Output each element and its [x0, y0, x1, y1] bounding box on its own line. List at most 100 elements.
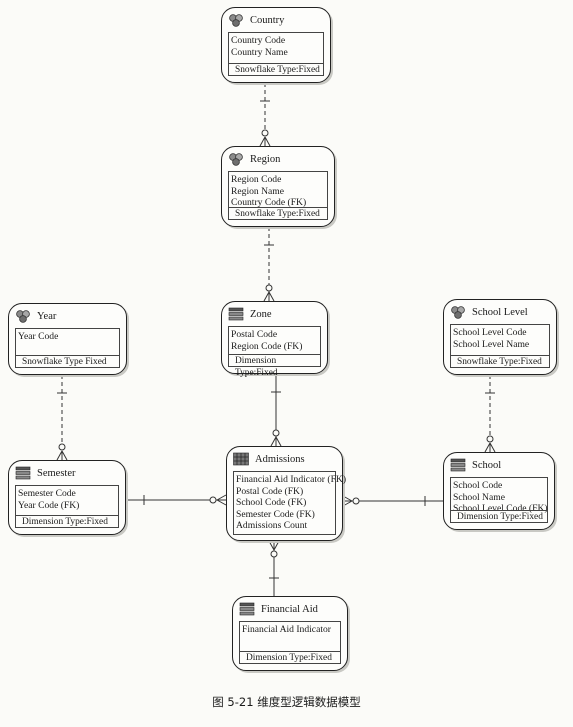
attribute-list: Financial Aid Indicator — [239, 621, 341, 654]
entity-region[interactable]: Region Region Code Region Name Country C… — [221, 146, 335, 227]
attribute: Semester Code (FK) — [236, 508, 315, 520]
entity-school[interactable]: School School Code School Name School Le… — [443, 452, 555, 530]
attribute: School Level Name — [453, 338, 530, 350]
crows-foot-right — [342, 495, 353, 502]
attribute-list: Postal Code Region Code (FK) — [228, 326, 321, 357]
attribute: Region Code (FK) — [231, 340, 303, 352]
entity-financial-aid[interactable]: Financial Aid Financial Aid Indicator Di… — [232, 596, 348, 671]
entity-header: Semester — [9, 461, 125, 485]
crows-foot-right — [263, 291, 270, 302]
crows-foot-left — [264, 136, 271, 147]
crows-foot-left — [342, 500, 353, 507]
dimension-table-icon — [15, 466, 31, 480]
crows-foot-left — [61, 450, 68, 461]
attribute: Financial Aid Indicator — [242, 624, 331, 635]
crows-foot-right — [273, 540, 280, 551]
attribute: Financial Aid Indicator (FK) — [236, 474, 347, 485]
zero-optional-circle — [261, 129, 269, 137]
entity-header: Country — [222, 8, 330, 32]
crows-foot-right — [56, 450, 63, 461]
entity-header: Zone — [222, 302, 327, 326]
zero-optional-circle — [58, 443, 66, 451]
attribute: Country Name — [231, 46, 288, 58]
entity-header: School — [444, 453, 554, 477]
crows-foot-left — [268, 291, 275, 302]
entity-title: Admissions — [255, 453, 305, 465]
entity-zone[interactable]: Zone Postal Code Region Code (FK) Dimens… — [221, 301, 328, 378]
attribute-list: Year Code — [15, 328, 120, 360]
crows-foot-left — [216, 494, 227, 501]
fact-table-icon — [233, 452, 249, 466]
entity-title: Financial Aid — [261, 603, 318, 615]
entity-header: Financial Aid — [233, 597, 347, 621]
attribute-list: School Code School Name School Level Cod… — [450, 477, 548, 515]
zero-optional-circle — [486, 435, 494, 443]
entity-title: Zone — [250, 308, 272, 320]
entity-type-footer: Dimension Type:Fixed — [228, 354, 321, 378]
crows-foot-left — [489, 442, 496, 453]
crows-foot-left — [275, 436, 282, 447]
attribute: Region Code — [231, 174, 282, 185]
entity-type-footer: Snowflake Type:Fixed — [228, 63, 324, 76]
snowflake-dimension-icon — [16, 310, 30, 323]
zero-optional-circle — [352, 497, 360, 505]
zero-optional-circle — [209, 496, 217, 504]
entity-type-footer: Dimension Type:Fixed — [450, 510, 548, 523]
attribute: School Code (FK) — [236, 497, 307, 509]
snowflake-dimension-icon — [451, 306, 465, 319]
entity-school-level[interactable]: School Level School Level Code School Le… — [443, 299, 557, 375]
attribute: School Level Code — [453, 327, 527, 338]
dimension-table-icon — [239, 602, 255, 616]
entity-title: School — [472, 459, 502, 471]
dimension-table-icon — [228, 307, 244, 321]
attribute: Postal Code (FK) — [236, 485, 304, 497]
figure-caption: 图 5-21 维度型逻辑数据模型 — [212, 695, 361, 709]
entity-type-footer: Snowflake Type Fixed — [15, 355, 120, 368]
attribute: Admissions Count — [236, 520, 308, 532]
attribute-list: Financial Aid Indicator (FK) Postal Code… — [233, 471, 347, 535]
entity-title: Year — [37, 310, 57, 322]
entity-type-footer: Dimension Type:Fixed — [239, 651, 341, 664]
attribute: School Code — [453, 480, 503, 491]
attribute-list: School Level Code School Level Name — [450, 324, 550, 359]
crows-foot-right — [484, 442, 491, 453]
attribute: School Name — [453, 491, 505, 503]
entity-header: Region — [222, 147, 334, 171]
attribute: Semester Code — [18, 488, 76, 499]
entity-title: Country — [250, 14, 285, 26]
entity-title: Semester — [37, 467, 76, 479]
entity-type-footer: Snowflake Type:Fixed — [228, 207, 328, 220]
crows-foot-right — [216, 499, 227, 506]
crows-foot-right — [270, 436, 277, 447]
attribute: Country Code (FK) — [231, 197, 307, 209]
entity-type-footer: Snowflake Type:Fixed — [450, 355, 550, 368]
entity-header: Year — [9, 304, 126, 328]
snowflake-dimension-icon — [229, 153, 243, 166]
zero-optional-circle — [270, 550, 278, 558]
entity-header: Admissions — [227, 447, 342, 471]
entity-title: School Level — [472, 306, 528, 318]
attribute: Year Code — [18, 331, 59, 342]
entity-admissions[interactable]: Admissions Financial Aid Indicator (FK) … — [226, 446, 347, 541]
zero-optional-circle — [272, 429, 280, 437]
crows-foot-left — [268, 540, 275, 551]
attribute-list: Country Code Country Name — [228, 32, 324, 66]
crows-foot-right — [259, 136, 266, 147]
attribute: Region Name — [231, 185, 285, 197]
entity-country[interactable]: Country Country Code Country Name Snowfl… — [221, 7, 331, 83]
attribute: Country Code — [231, 35, 286, 46]
snowflake-dimension-icon — [229, 14, 243, 27]
attribute-list: Region Code Region Name Country Code (FK… — [228, 171, 328, 212]
entity-semester[interactable]: Semester Semester Code Year Code (FK) Di… — [8, 460, 126, 535]
zero-optional-circle — [265, 284, 273, 292]
entity-header: School Level — [444, 300, 556, 324]
attribute: Postal Code — [231, 329, 278, 340]
entity-year[interactable]: Year Year Code Snowflake Type Fixed — [8, 303, 127, 375]
attribute: Year Code (FK) — [18, 499, 80, 511]
entity-type-footer: Dimension Type:Fixed — [15, 515, 119, 528]
dimension-table-icon — [450, 458, 466, 472]
attribute-list: Semester Code Year Code (FK) — [15, 485, 119, 519]
attribute: School Level Code (FK) — [453, 503, 548, 515]
